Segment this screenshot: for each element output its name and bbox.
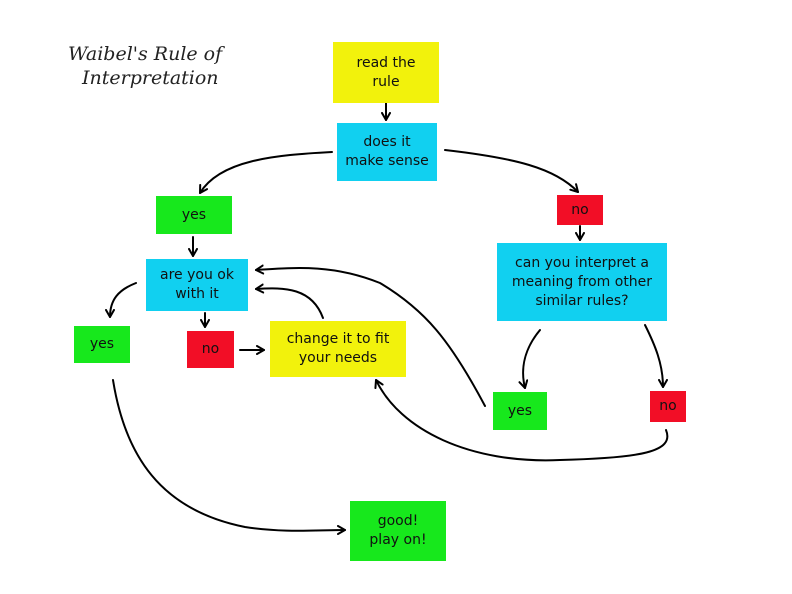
are-you-ok-node: are you ok with it bbox=[146, 259, 248, 311]
yes-ok-node: yes bbox=[74, 326, 130, 363]
change-it-line-2: your needs bbox=[298, 350, 378, 366]
can-you-interpret-node: can you interpret a meaning from other s… bbox=[497, 243, 667, 321]
yes-interpret-node: yes bbox=[493, 392, 547, 430]
arrow-no-to-change-loop bbox=[374, 379, 669, 462]
change-it-node: change it to fit your needs bbox=[270, 321, 406, 377]
arrow-sense-to-yes bbox=[199, 151, 333, 194]
yes-interpret-label: yes bbox=[507, 402, 533, 419]
arrow-yes-to-ok-loop bbox=[255, 264, 486, 407]
diagram-title: Waibel's Rule of bbox=[68, 40, 222, 68]
yes-sense-node: yes bbox=[156, 196, 232, 234]
good-play-on-node: good! play on! bbox=[350, 501, 446, 561]
arrow-sense-to-no bbox=[444, 149, 579, 193]
interpret-line-1: can you interpret a bbox=[515, 254, 649, 271]
makes-sense-line-2: make sense bbox=[345, 153, 429, 169]
good-line-1: good! bbox=[377, 513, 419, 529]
good-line-2: play on! bbox=[369, 532, 427, 548]
ok-line-1: are you ok bbox=[160, 267, 234, 283]
makes-sense-line-1: does it bbox=[363, 134, 411, 150]
no-interpret-label: no bbox=[659, 398, 677, 414]
arrow-yes-to-good bbox=[112, 379, 346, 536]
ok-line-2: with it bbox=[175, 286, 219, 302]
arrow-ok-to-yes bbox=[105, 282, 137, 318]
arrow-interpret-to-yes bbox=[518, 329, 541, 389]
yes-sense-label: yes bbox=[181, 206, 207, 223]
no-sense-label: no bbox=[571, 201, 589, 218]
title-line-1: Waibel's Rule of bbox=[68, 43, 223, 65]
arrow-change-to-ok bbox=[255, 283, 324, 319]
yes-ok-label: yes bbox=[89, 336, 115, 352]
interpret-line-3: similar rules? bbox=[535, 292, 629, 309]
no-sense-node: no bbox=[557, 195, 603, 225]
title-line-2: Interpretation bbox=[82, 67, 219, 89]
read-the-rule-node: read the rule bbox=[333, 42, 439, 103]
interpret-line-2: meaning from other bbox=[511, 273, 653, 290]
change-it-line-1: change it to fit bbox=[286, 331, 390, 347]
does-it-make-sense-node: does it make sense bbox=[337, 123, 437, 181]
no-ok-node: no bbox=[187, 331, 234, 368]
arrow-interpret-to-no bbox=[644, 324, 668, 388]
no-ok-label: no bbox=[201, 341, 220, 357]
no-interpret-node: no bbox=[650, 391, 686, 422]
diagram-title-line-2: Interpretation bbox=[82, 64, 219, 92]
read-the-rule-line-1: read the bbox=[356, 54, 416, 71]
read-the-rule-line-2: rule bbox=[372, 73, 400, 90]
